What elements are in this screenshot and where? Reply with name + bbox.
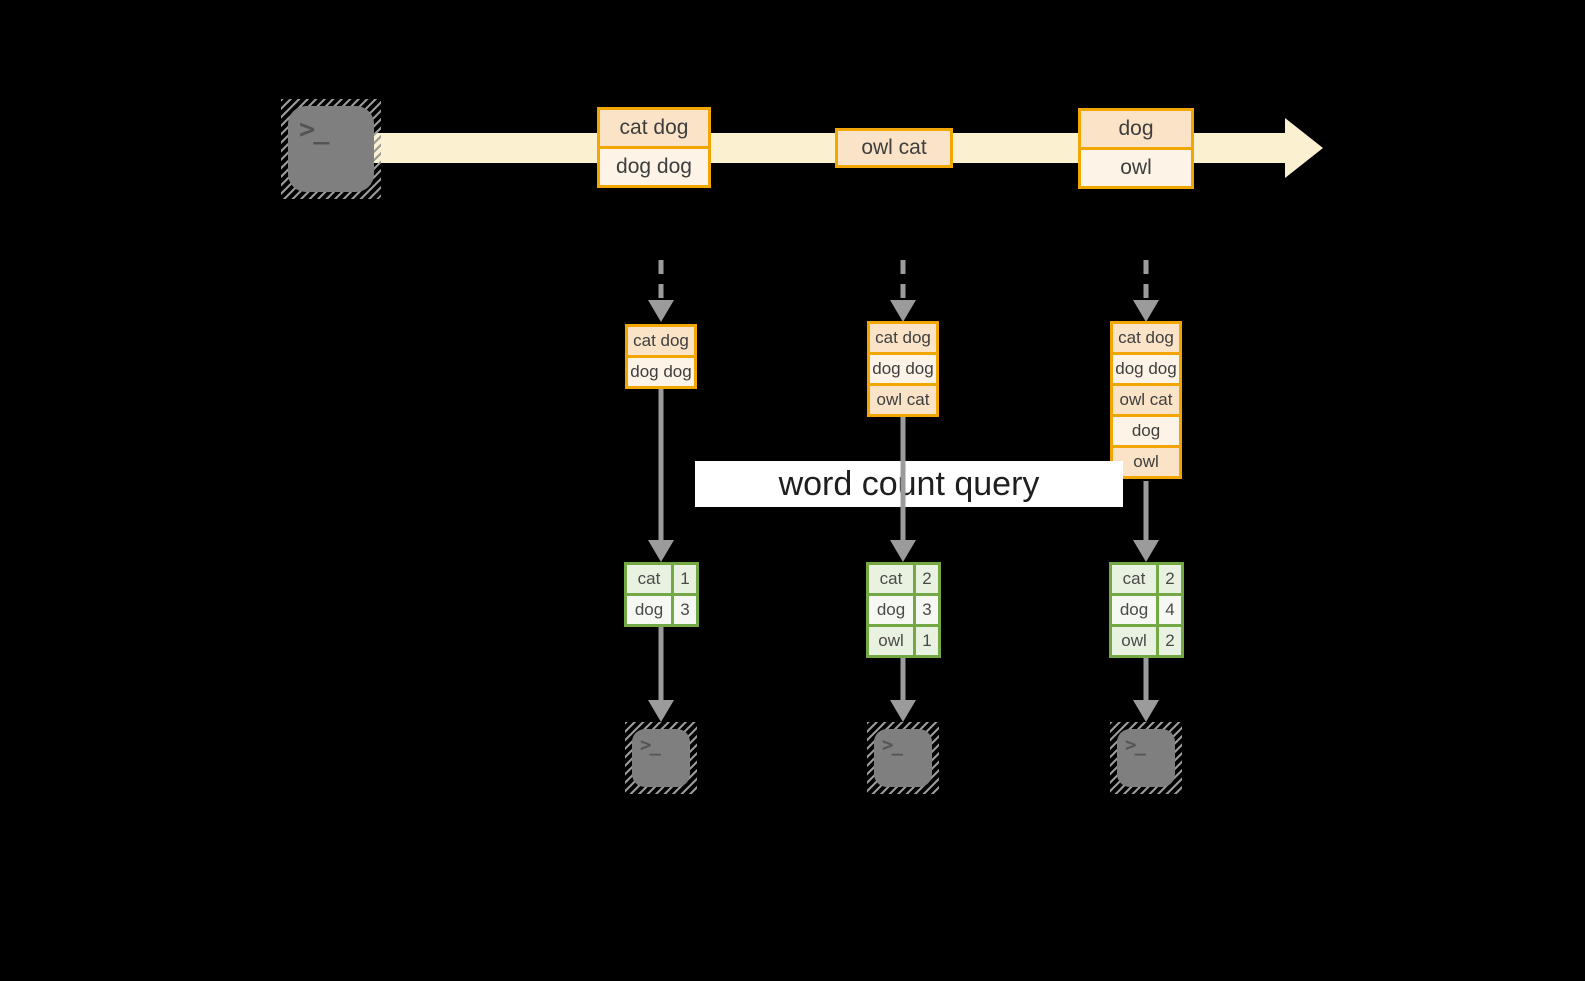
event-line: dog bbox=[1081, 111, 1191, 147]
event-box-2: owl cat bbox=[835, 128, 953, 168]
window-item: owl cat bbox=[1113, 383, 1179, 414]
count-cell: 3 bbox=[916, 596, 938, 624]
count-cell: 3 bbox=[674, 596, 696, 624]
terminal-prompt-icon: >_ bbox=[299, 114, 329, 145]
sink-terminal-icon-2: >_ bbox=[867, 722, 939, 794]
event-box-3: dog owl bbox=[1078, 108, 1194, 189]
window-item: dog dog bbox=[628, 355, 694, 386]
window-stack-1: cat dog dog dog bbox=[625, 324, 697, 389]
sink-terminal-icon-1: >_ bbox=[625, 722, 697, 794]
query-arrow-1 bbox=[648, 389, 674, 562]
count-cell: 1 bbox=[674, 565, 696, 593]
ingest-arrow-1 bbox=[648, 260, 674, 322]
table-row: dog 3 bbox=[627, 593, 696, 624]
word-cell: dog bbox=[869, 596, 916, 624]
window-item: owl cat bbox=[870, 383, 936, 414]
table-row: dog 4 bbox=[1112, 593, 1181, 624]
word-cell: dog bbox=[627, 596, 674, 624]
table-row: owl 2 bbox=[1112, 624, 1181, 655]
window-item: cat dog bbox=[870, 324, 936, 352]
window-stack-3: cat dog dog dog owl cat dog owl bbox=[1110, 321, 1182, 479]
window-item: owl bbox=[1113, 445, 1179, 476]
terminal-screen: >_ bbox=[288, 106, 374, 192]
count-cell: 1 bbox=[916, 627, 938, 655]
window-item: dog dog bbox=[870, 352, 936, 383]
ingest-arrow-3 bbox=[1133, 260, 1159, 322]
count-table-2: cat 2 dog 3 owl 1 bbox=[866, 562, 941, 658]
count-cell: 2 bbox=[1159, 565, 1181, 593]
terminal-screen: >_ bbox=[874, 729, 932, 787]
sink-terminal-icon-3: >_ bbox=[1110, 722, 1182, 794]
terminal-prompt-icon: >_ bbox=[882, 734, 903, 756]
count-cell: 4 bbox=[1159, 596, 1181, 624]
event-box-1: cat dog dog dog bbox=[597, 107, 711, 188]
table-row: dog 3 bbox=[869, 593, 938, 624]
table-row: cat 1 bbox=[627, 565, 696, 593]
count-cell: 2 bbox=[1159, 627, 1181, 655]
ingest-arrow-2 bbox=[890, 260, 916, 322]
window-item: dog dog bbox=[1113, 352, 1179, 383]
word-cell: cat bbox=[627, 565, 674, 593]
table-row: cat 2 bbox=[869, 565, 938, 593]
event-line: owl cat bbox=[838, 131, 950, 165]
query-banner: word count query bbox=[695, 461, 1123, 507]
count-table-3: cat 2 dog 4 owl 2 bbox=[1109, 562, 1184, 658]
word-cell: cat bbox=[869, 565, 916, 593]
terminal-screen: >_ bbox=[1117, 729, 1175, 787]
word-cell: owl bbox=[869, 627, 916, 655]
stream-timeline-arrowhead-icon bbox=[1285, 118, 1323, 178]
output-arrow-3 bbox=[1133, 658, 1159, 722]
event-line: dog dog bbox=[600, 146, 708, 185]
terminal-screen: >_ bbox=[632, 729, 690, 787]
window-item: cat dog bbox=[1113, 324, 1179, 352]
window-item: dog bbox=[1113, 414, 1179, 445]
word-cell: owl bbox=[1112, 627, 1159, 655]
count-cell: 2 bbox=[916, 565, 938, 593]
table-row: cat 2 bbox=[1112, 565, 1181, 593]
output-arrow-2 bbox=[890, 658, 916, 722]
query-arrow-3 bbox=[1133, 481, 1159, 562]
event-line: owl bbox=[1081, 147, 1191, 186]
window-stack-2: cat dog dog dog owl cat bbox=[867, 321, 939, 417]
word-cell: dog bbox=[1112, 596, 1159, 624]
word-cell: cat bbox=[1112, 565, 1159, 593]
terminal-prompt-icon: >_ bbox=[1125, 734, 1146, 756]
output-arrow-1 bbox=[648, 627, 674, 722]
count-table-1: cat 1 dog 3 bbox=[624, 562, 699, 627]
window-item: cat dog bbox=[628, 327, 694, 355]
table-row: owl 1 bbox=[869, 624, 938, 655]
event-line: cat dog bbox=[600, 110, 708, 146]
source-terminal-icon: >_ bbox=[281, 99, 381, 199]
terminal-prompt-icon: >_ bbox=[640, 734, 661, 756]
